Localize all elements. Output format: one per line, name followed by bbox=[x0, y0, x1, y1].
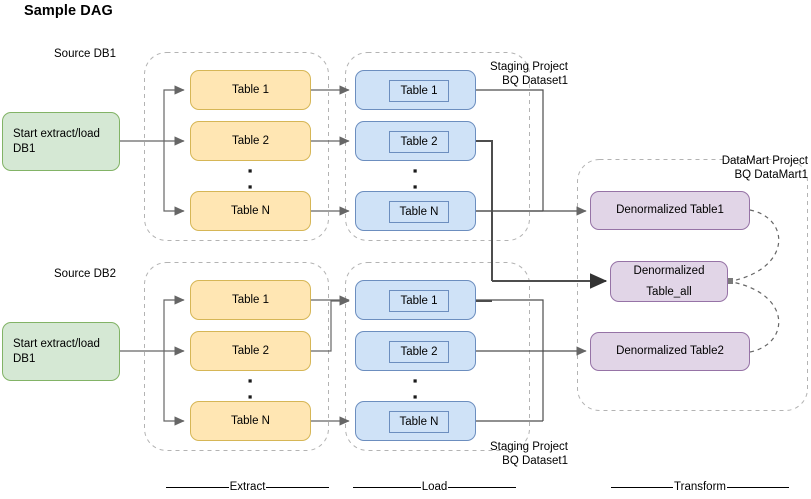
extract-top-table-n[interactable]: Table N bbox=[190, 191, 311, 231]
phase-load-line-right bbox=[448, 486, 516, 488]
label-datamart-line2: BQ DataMart1 bbox=[734, 169, 809, 181]
load-bottom-table-2-inner: Table 2 bbox=[389, 341, 449, 363]
wire-ldtop1-bus bbox=[476, 89, 544, 211]
label-source-db1: Source DB1 bbox=[54, 48, 117, 60]
load-top-table-1-inner: Table 1 bbox=[389, 80, 449, 102]
phase-transform-line-left bbox=[611, 486, 674, 488]
page-title: Sample DAG bbox=[24, 3, 113, 19]
wire-start2-to-t1 bbox=[163, 295, 185, 351]
start-node-db2[interactable]: Start extract/load DB1 bbox=[2, 322, 120, 381]
wire-start2-to-tn bbox=[163, 351, 185, 426]
load-bottom-table-1[interactable]: Table 1 bbox=[355, 280, 476, 320]
load-bottom-table-2[interactable]: Table 2 bbox=[355, 331, 476, 371]
extract-bottom-table-2[interactable]: Table 2 bbox=[190, 331, 311, 371]
extract-top-table-1[interactable]: Table 1 bbox=[190, 70, 311, 110]
load-top-table-2[interactable]: Table 2 bbox=[355, 121, 476, 161]
phase-extract-line-right bbox=[266, 486, 330, 488]
wire-start1-to-t1 bbox=[163, 85, 185, 141]
start-node-db1-line1: Start extract/load bbox=[13, 127, 100, 140]
wire-ldbot1-bus bbox=[476, 299, 544, 421]
load-top-table-2-inner: Table 2 bbox=[389, 131, 449, 153]
phase-extract-line-left bbox=[166, 486, 229, 488]
phase-label-extract: Extract bbox=[166, 481, 330, 493]
extract-bottom-table-1[interactable]: Table 1 bbox=[190, 280, 311, 320]
start-node-db2-line2: DB1 bbox=[13, 352, 36, 365]
extract-top-table-2[interactable]: Table 2 bbox=[190, 121, 311, 161]
wire-start1-to-tn bbox=[163, 141, 185, 216]
ellipsis-load-bottom-2: ▪ bbox=[412, 389, 418, 404]
denormalized-table-all-line2: Table_all bbox=[646, 285, 692, 298]
phase-load-line-left bbox=[353, 486, 421, 488]
load-top-table-n-inner: Table N bbox=[389, 201, 449, 223]
start-node-db1-line2: DB1 bbox=[13, 142, 36, 155]
denormalized-table1[interactable]: Denormalized Table1 bbox=[590, 191, 750, 230]
ellipsis-load-top-1: ▪ bbox=[412, 163, 418, 178]
phase-transform-line-right bbox=[727, 486, 790, 488]
ellipsis-extract-bottom-2: ▪ bbox=[247, 389, 253, 404]
load-top-table-1[interactable]: Table 1 bbox=[355, 70, 476, 110]
wire-ex2-ld2-bot bbox=[311, 296, 350, 352]
denormalized-table-all[interactable]: Denormalized Table_all bbox=[610, 261, 728, 302]
label-staging-bottom-line1: Staging Project bbox=[490, 441, 568, 453]
load-bottom-table-n-inner: Table N bbox=[389, 411, 449, 433]
label-datamart-line1: DataMart Project bbox=[721, 155, 808, 167]
label-staging-top-line2: BQ Dataset1 bbox=[502, 75, 568, 87]
ellipsis-extract-bottom-1: ▪ bbox=[247, 373, 253, 388]
extract-bottom-table-n[interactable]: Table N bbox=[190, 401, 311, 441]
load-bottom-table-n[interactable]: Table N bbox=[355, 401, 476, 441]
label-source-db2: Source DB2 bbox=[54, 268, 117, 280]
ellipsis-load-bottom-1: ▪ bbox=[412, 373, 418, 388]
ellipsis-extract-top-2: ▪ bbox=[247, 179, 253, 194]
phase-label-load: Load bbox=[353, 481, 516, 493]
load-bottom-table-1-inner: Table 1 bbox=[389, 290, 449, 312]
phase-label-transform: Transform bbox=[611, 481, 790, 493]
denormalized-table2[interactable]: Denormalized Table2 bbox=[590, 332, 750, 371]
ellipsis-extract-top-1: ▪ bbox=[247, 163, 253, 178]
start-node-db1[interactable]: Start extract/load DB1 bbox=[2, 112, 120, 171]
label-staging-bottom-line2: BQ Dataset1 bbox=[502, 455, 568, 467]
label-staging-top-line1: Staging Project bbox=[490, 61, 568, 73]
start-node-db2-line1: Start extract/load bbox=[13, 337, 100, 350]
denormalized-table-all-line1: Denormalized bbox=[633, 264, 705, 277]
ellipsis-load-top-2: ▪ bbox=[412, 179, 418, 194]
wire-ldtop2-to-all bbox=[476, 140, 493, 281]
load-top-table-n[interactable]: Table N bbox=[355, 191, 476, 231]
